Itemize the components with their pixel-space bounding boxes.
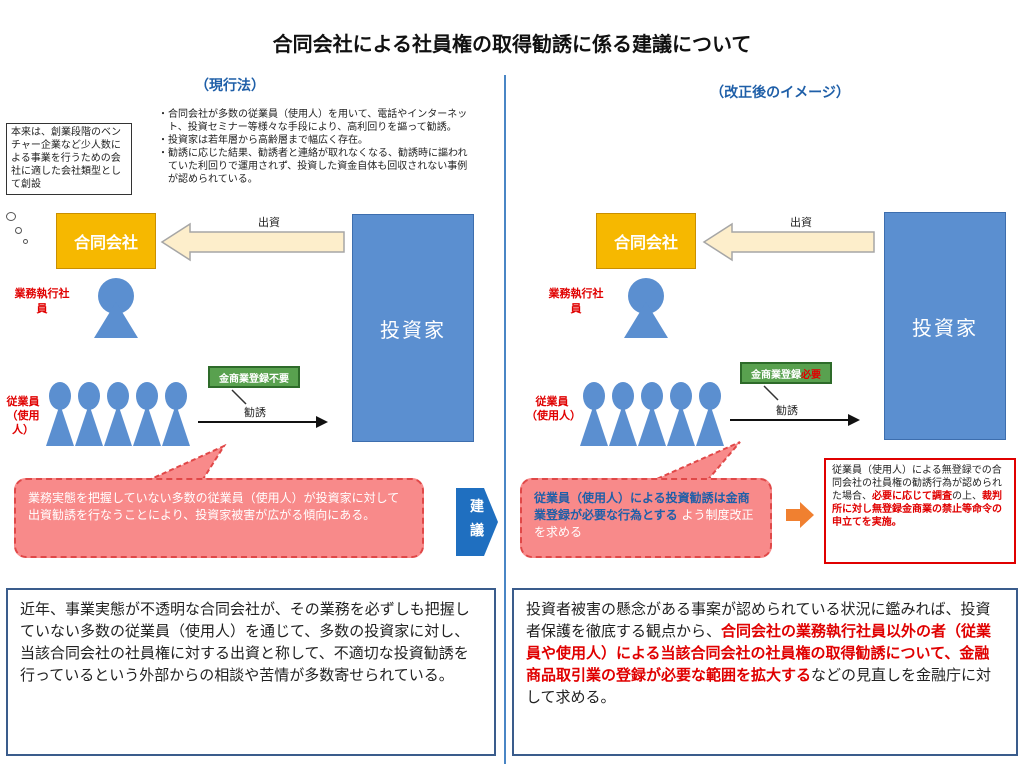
solicit-arrow	[198, 416, 328, 428]
enforcement-text-1: 従業員（使用人）による無登録での合同会社の社員権の勧誘行為が認められた場合、	[832, 465, 1002, 502]
exec-member-label: 業務執行社員	[14, 287, 70, 315]
right-summary-box: 投資者被害の懸念がある事案が認められている状況に鑑みれば、投資者保護を徹底する観…	[512, 588, 1018, 756]
solicit-label-revised: 勧誘	[776, 404, 798, 417]
left-summary-box: 近年、事業実態が不透明な合同会社が、その業務を必ずしも把握していない多数の従業員…	[6, 588, 496, 756]
thought-bubble-large	[6, 212, 16, 221]
summary-text-3: などの見直しを金融庁に対して求める。	[526, 666, 992, 706]
registration-badge: 金商業登録不要	[208, 366, 300, 388]
situation-notes: ・合同会社が多数の従業員（使用人）を用いて、電話やインターネット、投資セミナー等…	[158, 108, 476, 186]
company-box: 合同会社	[56, 213, 156, 269]
thought-bubble-medium	[15, 227, 22, 234]
thought-bubble-small	[23, 239, 28, 244]
investor-box-revised: 投資家	[884, 212, 1006, 440]
enforcement-text-4: 裁判所に対し無登録金商業の禁止等命令の申立てを実施。	[832, 491, 1002, 528]
investment-arrow-revised	[702, 222, 875, 262]
badge-pointer	[763, 385, 779, 401]
callout-tail	[649, 441, 741, 482]
person-icon	[94, 278, 138, 338]
callout-tail	[139, 444, 227, 484]
right-section-title: （改正後のイメージ）	[710, 85, 850, 101]
company-box-revised: 合同会社	[596, 213, 696, 269]
note-bullet: ・合同会社が多数の従業員（使用人）を用いて、電話やインターネット、投資セミナー等…	[158, 109, 468, 133]
recommend-arrow	[456, 488, 498, 556]
investor-box: 投資家	[352, 214, 474, 442]
investment-label-revised: 出資	[790, 216, 812, 229]
proposal-callout: 従業員（使用人）による投資勧誘は金商業登録が必要な行為とする よう制度改正を求め…	[520, 478, 772, 558]
recommend-label: 建議	[470, 499, 484, 539]
note-box: 本来は、創業段階のベンチャー企業など少人数による事業を行うための会社に適した会社…	[6, 123, 132, 195]
employees-label: 従業員（使用人）	[6, 395, 40, 436]
badge-pointer	[231, 389, 247, 405]
employee-group-icon	[46, 382, 190, 446]
note-bullet: ・投資家は若年層から高齢層まで幅広く存在。	[158, 135, 368, 146]
badge-required-text: 必要	[801, 369, 821, 381]
enforcement-box: 従業員（使用人）による無登録での合同会社の社員権の勧誘行為が認められた場合、必要…	[824, 458, 1016, 564]
badge-main-text: 金商業登録	[751, 369, 801, 381]
registration-badge-revised: 金商業登録必要	[740, 362, 832, 384]
enforcement-text-2: 必要に応じて調査	[872, 491, 952, 502]
summary-text-2: 合同会社の業務執行社員以外の者（従業員や使用人）による当該合同会社の社員権の取得…	[526, 622, 992, 684]
exec-member-label-revised: 業務執行社員	[548, 287, 604, 315]
proposal-rest-text: よう制度改正を求める	[534, 508, 754, 539]
section-divider	[504, 75, 506, 764]
employees-label-revised: 従業員（使用人）	[526, 395, 581, 422]
problem-callout: 業務実態を把握していない多数の従業員（使用人）が投資家に対して出資勧誘を行なうこ…	[14, 478, 424, 558]
note-bullet: ・勧誘に応じた結果、勧誘者と連絡が取れなくなる、勧誘時に謳われていた利回りで運用…	[158, 148, 468, 185]
summary-text-1: 投資者被害の懸念がある事案が認められている状況に鑑みれば、投資者保護を徹底する観…	[526, 600, 991, 640]
investment-arrow	[160, 222, 345, 262]
person-icon	[624, 278, 668, 338]
solicit-label: 勧誘	[244, 406, 266, 419]
investment-label: 出資	[258, 216, 280, 229]
solicit-arrow	[730, 414, 860, 426]
enforcement-text-3: の上、	[952, 491, 982, 502]
page-title: 合同会社による社員権の取得勧誘に係る建議について	[272, 32, 752, 56]
employee-group-icon	[580, 382, 724, 446]
left-section-title: （現行法）	[195, 78, 265, 94]
proposal-bold-text: 従業員（使用人）による投資勧誘は金商業登録が必要な行為とする	[534, 491, 750, 522]
orange-arrow	[786, 502, 814, 528]
